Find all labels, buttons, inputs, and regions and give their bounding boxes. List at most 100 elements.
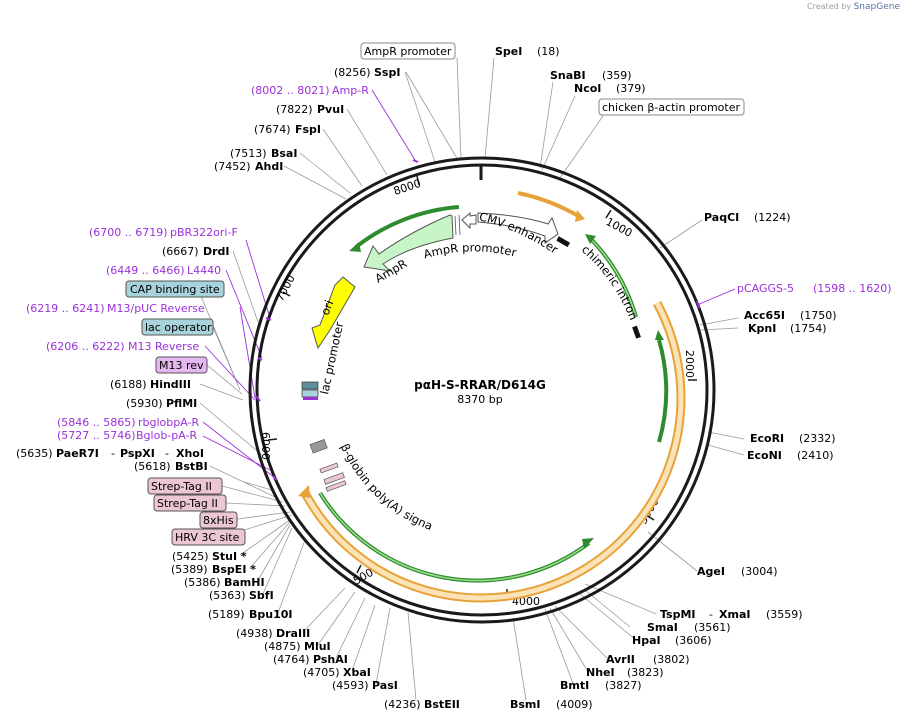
svg-text:(6219 .. 6241): (6219 .. 6241)	[26, 302, 105, 315]
svg-text:Strep-Tag II: Strep-Tag II	[157, 497, 218, 510]
site-avrii: AvrII	[606, 653, 635, 666]
svg-text:(6700 .. 6719): (6700 .. 6719)	[89, 226, 168, 239]
svg-text:(5386): (5386)	[184, 576, 221, 589]
site-bsai: BsaI	[271, 147, 297, 160]
site-bamhi: BamHI	[224, 576, 265, 589]
site-hindiii: HindIII	[150, 378, 191, 391]
svg-text:(4236): (4236)	[384, 698, 421, 711]
plasmid-size: 8370 bp	[457, 393, 502, 406]
svg-text:Strep-Tag II: Strep-Tag II	[151, 480, 212, 493]
site-tspmi: TspMI	[660, 608, 696, 621]
site-ahdi: AhdI	[255, 160, 283, 173]
svg-text:M13 rev: M13 rev	[159, 359, 204, 372]
site-bsmi: BsmI	[510, 698, 541, 711]
chimeric-intron-label: chimeric intron	[579, 242, 641, 322]
primer-l4440: L4440	[187, 264, 221, 277]
site-bpu10i: Bpu10I	[249, 608, 293, 621]
strep-tag-box-2: Strep-Tag II	[153, 494, 227, 512]
svg-text:(5846 .. 5865): (5846 .. 5865)	[57, 416, 136, 429]
tick-label-2000: 2000	[683, 350, 696, 378]
svg-text:(6188): (6188)	[110, 378, 147, 391]
tick-label-7000: 7000	[273, 273, 298, 304]
m13-feature	[303, 397, 318, 400]
credit-prefix: Created by	[807, 2, 852, 11]
svg-text:(3561): (3561)	[694, 621, 731, 634]
svg-text:(8256): (8256)	[334, 66, 371, 79]
svg-text:(7452): (7452)	[214, 160, 251, 173]
ori-label: ori	[318, 298, 337, 317]
svg-text:(3004): (3004)	[741, 565, 778, 578]
site-sbfi: SbfI	[249, 589, 274, 602]
site-paqci: PaqCI	[704, 211, 739, 224]
svg-text:(4009): (4009)	[556, 698, 593, 711]
orange-feature-top	[517, 191, 582, 219]
ampr-promoter-feature	[461, 211, 477, 230]
ampr-promoter-label: AmpR promoter	[422, 240, 518, 261]
site-hpai: HpaI	[632, 634, 661, 647]
svg-text:(1224): (1224)	[754, 211, 791, 224]
ori-feature	[311, 276, 356, 350]
site-pasi: PasI	[372, 679, 398, 692]
svg-text:(6449 .. 6466): (6449 .. 6466)	[106, 264, 185, 277]
connector-lines	[197, 57, 745, 701]
svg-text:chicken β-actin promoter: chicken β-actin promoter	[602, 101, 740, 114]
site-pvui: PvuI	[317, 103, 344, 116]
chicken-actin-box: chicken β-actin promoter	[598, 98, 745, 116]
svg-text:CAP binding site: CAP binding site	[130, 283, 220, 296]
cap-binding-box: CAP binding site	[125, 280, 225, 298]
site-sspi: SspI	[374, 66, 400, 79]
intron-marker-1	[556, 236, 571, 248]
svg-text:(3559): (3559)	[766, 608, 803, 621]
green-arc-left-head	[349, 242, 361, 252]
tick-label-6000: 6000	[259, 432, 272, 460]
site-paer7i: PaeR7I	[56, 447, 99, 460]
svg-text:(3823): (3823)	[627, 666, 664, 679]
cmv-enhancer-feature	[477, 212, 559, 244]
svg-text:(4875): (4875)	[264, 640, 301, 653]
orange-feature-top-head	[575, 210, 585, 222]
cap-site-feature	[301, 381, 319, 390]
svg-text:(5363): (5363)	[209, 589, 246, 602]
site-bmti: BmtI	[560, 679, 589, 692]
primer-pcaggs5: pCAGGS-5	[737, 282, 794, 295]
tick-marks	[267, 175, 697, 598]
green-arc-top-inner	[589, 237, 637, 318]
primer-pbr322ori: pBR322ori-F	[170, 226, 238, 239]
primer-rbglob: rbglobpA-R	[138, 416, 199, 429]
site-drdi: DrdI	[203, 245, 230, 258]
ampr-feature	[363, 214, 454, 272]
lac-operator-feature	[301, 389, 319, 398]
site-kpni: KpnI	[748, 322, 776, 335]
site-bsteii: BstEII	[424, 698, 460, 711]
primer-amp-r: Amp-R	[332, 84, 369, 97]
svg-text:(6206 .. 6222): (6206 .. 6222)	[46, 340, 125, 353]
primer-m13-reverse: M13 Reverse	[128, 340, 199, 353]
site-acc65i: Acc65I	[744, 309, 785, 322]
svg-text:(5389): (5389)	[171, 563, 208, 576]
svg-text:(5727 .. 5746): (5727 .. 5746)	[57, 429, 136, 442]
site-pflmi: PflMI	[166, 397, 197, 410]
primer-bglob: Bglob-pA-R	[136, 429, 198, 442]
svg-text:-: -	[111, 447, 115, 460]
svg-text:(4764): (4764)	[273, 653, 310, 666]
orange-feature-main-inner	[302, 301, 684, 601]
site-bstbi: BstBI	[175, 460, 208, 473]
svg-text:(2410): (2410)	[797, 449, 834, 462]
green-arc-bottom-inner	[319, 492, 590, 582]
svg-text:(5618): (5618)	[134, 460, 171, 473]
his-tag-box: 8xHis	[199, 511, 238, 529]
svg-text:(2332): (2332)	[799, 432, 836, 445]
grey-feature	[309, 439, 328, 454]
site-ecori: EcoRI	[750, 432, 784, 445]
svg-text:(8002 .. 8021): (8002 .. 8021)	[251, 84, 330, 97]
m13-rev-box: M13 rev	[155, 356, 208, 374]
ampr-hatch	[454, 214, 461, 236]
svg-text:(379): (379)	[616, 82, 646, 95]
lac-operator-box: lac operator	[141, 318, 214, 336]
svg-text:(4593): (4593)	[332, 679, 369, 692]
site-ncoi: NcoI	[574, 82, 601, 95]
svg-text:(18): (18)	[537, 45, 560, 58]
svg-text:(7513): (7513)	[230, 147, 267, 160]
green-arc-bottom-head	[582, 538, 594, 549]
hrv-3c-box: HRV 3C site	[171, 528, 246, 546]
